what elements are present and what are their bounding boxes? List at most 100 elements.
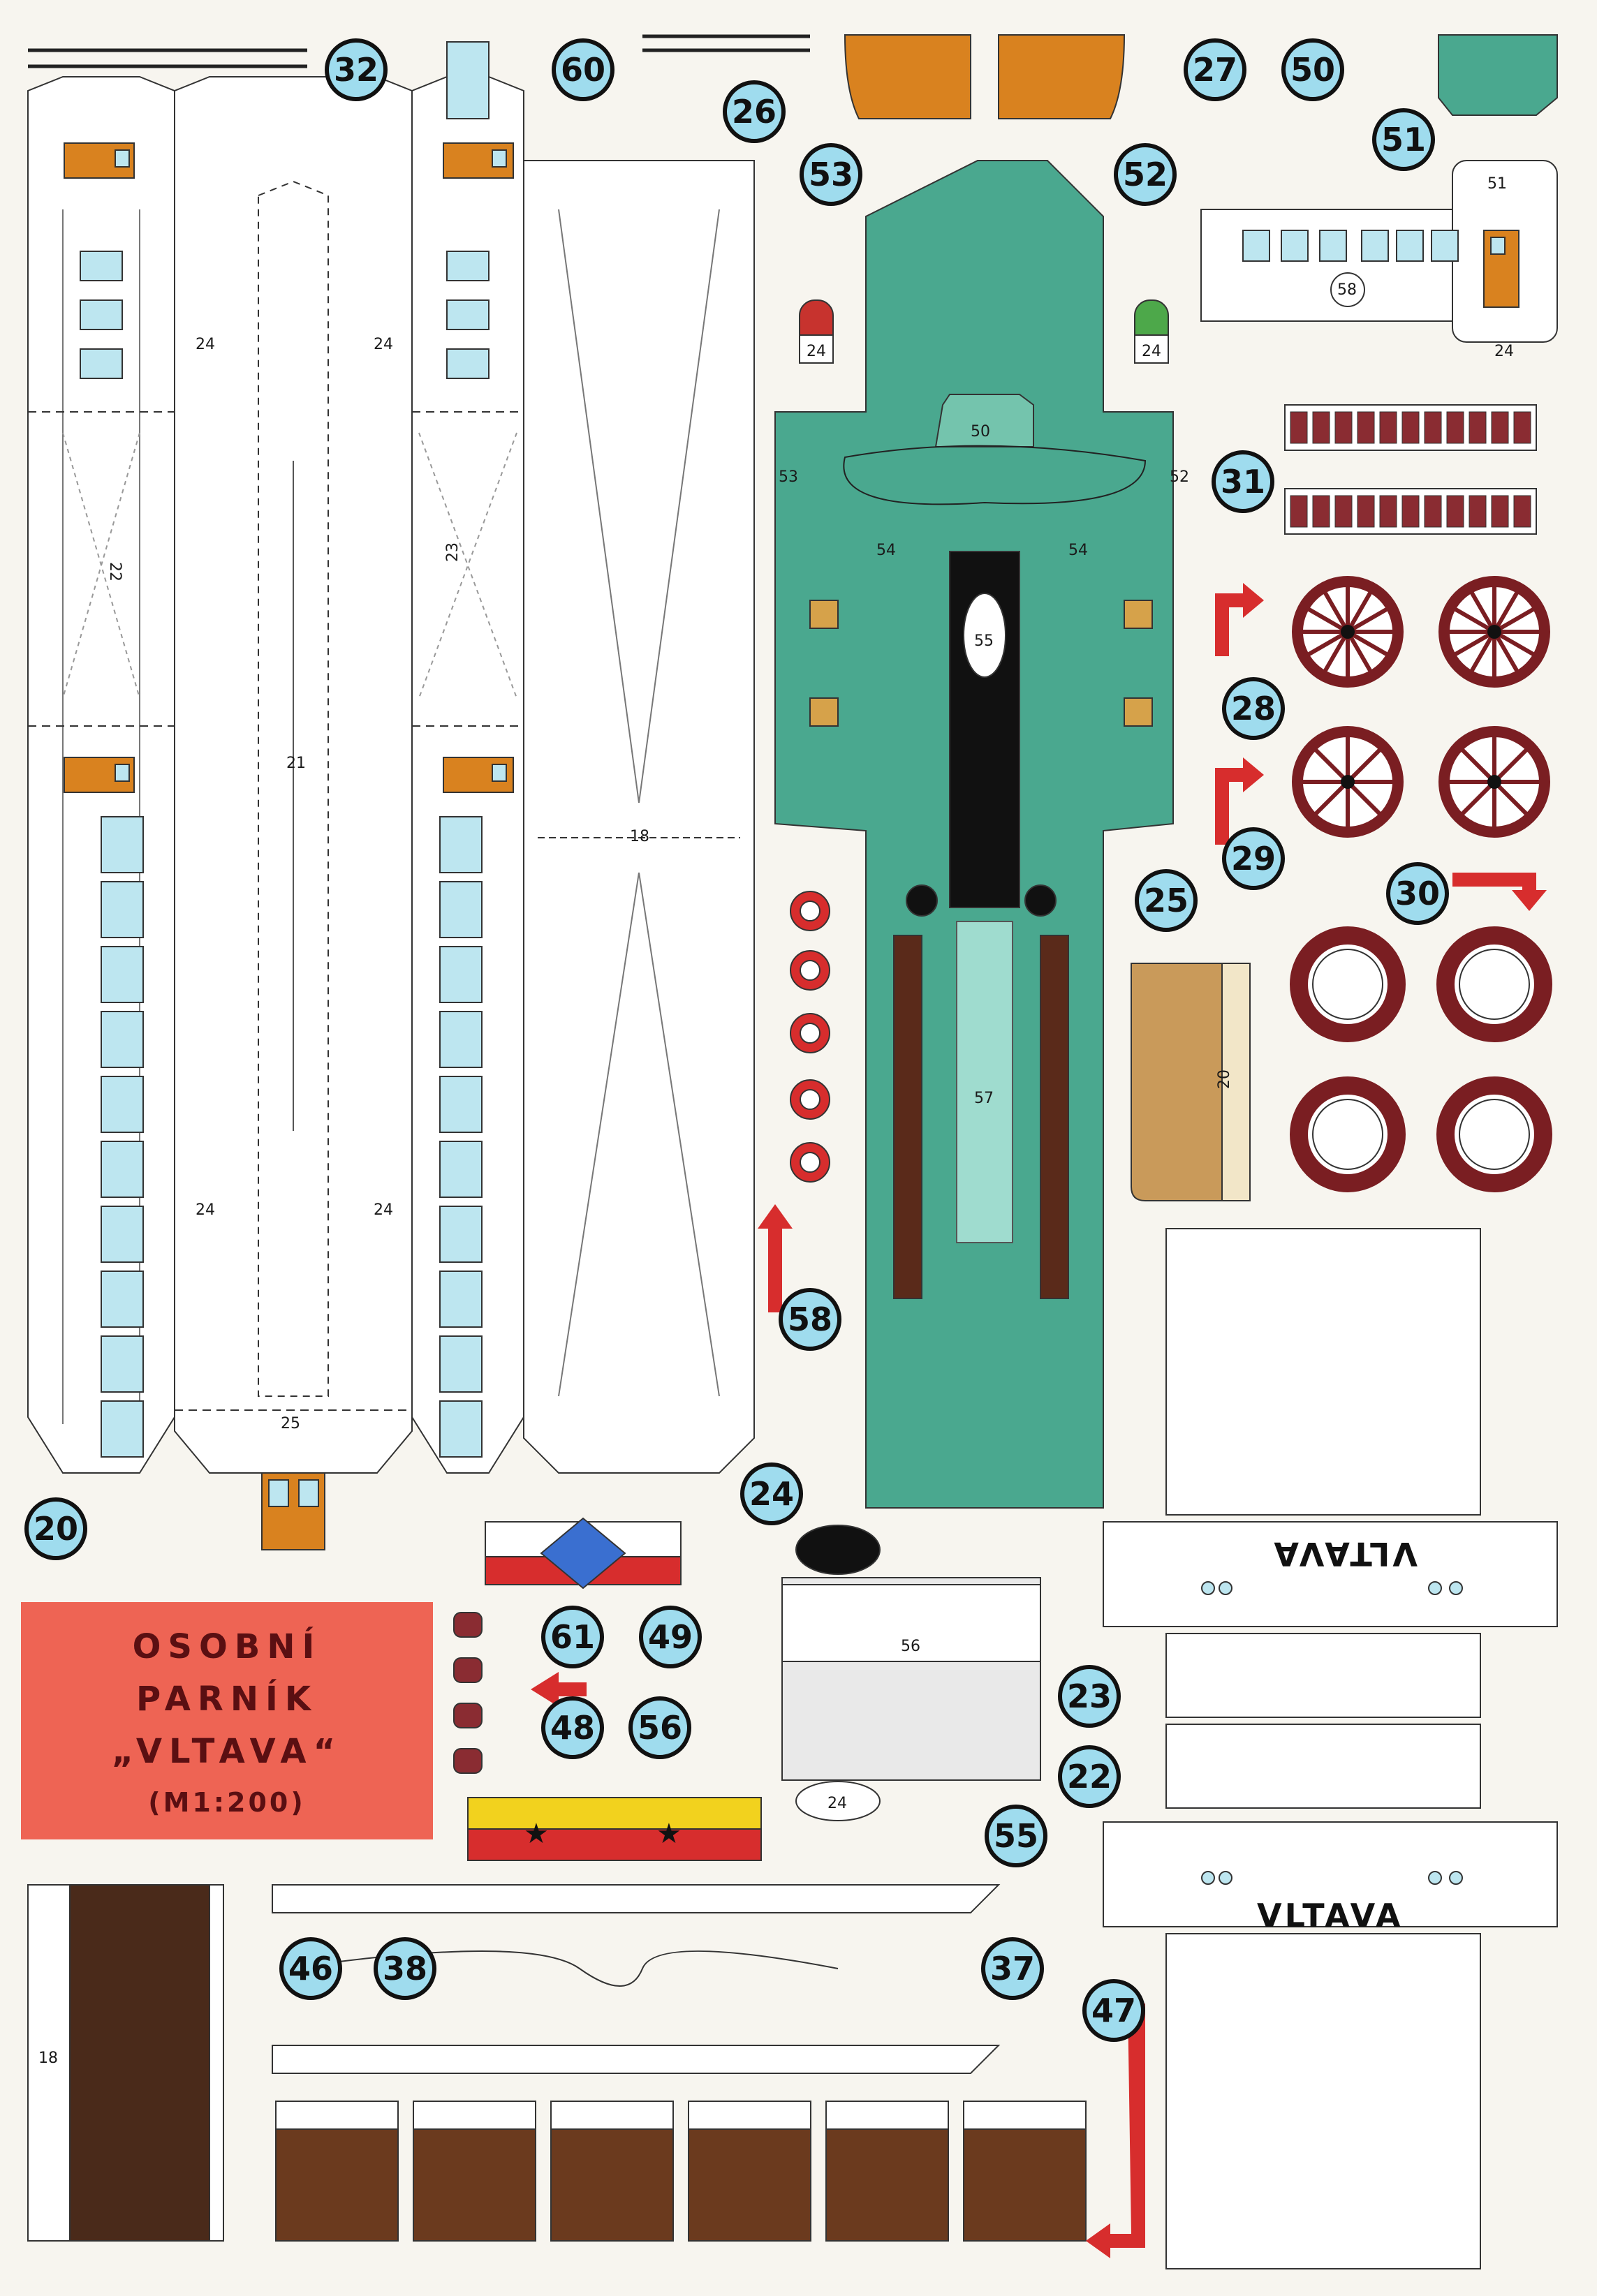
- callout-38: [374, 1937, 436, 2000]
- wheel-rim-inner: [1459, 1099, 1530, 1170]
- window: [439, 1335, 483, 1393]
- part-label-22: 22: [106, 562, 124, 582]
- part-label-58: 58: [1337, 281, 1357, 299]
- window: [101, 1206, 144, 1263]
- callout-number: 51: [1381, 121, 1426, 158]
- roof-panel-18: [523, 160, 755, 1474]
- callout-25: [1135, 869, 1198, 932]
- cabin-windows: [1242, 230, 1459, 262]
- main-deck: [774, 160, 1174, 1509]
- callout-number: 37: [990, 1950, 1035, 1987]
- wheel-hub: [1341, 775, 1355, 789]
- wheel-spoke: [1320, 630, 1350, 676]
- callout-number: 25: [1144, 882, 1188, 919]
- blade: [1290, 411, 1308, 444]
- star-icon: ★: [656, 1818, 682, 1850]
- callout-number: 55: [994, 1817, 1038, 1855]
- wheel-spoke: [1346, 630, 1392, 659]
- wheel-spoke: [1346, 587, 1375, 633]
- callout-number: 60: [561, 51, 605, 89]
- window: [1319, 230, 1347, 262]
- callout-37: [981, 1937, 1044, 2000]
- seat-box-lid: [963, 2101, 1087, 2130]
- part-label-24: 24: [1142, 343, 1161, 360]
- blade: [1491, 495, 1509, 528]
- part-label-53: 53: [779, 468, 798, 486]
- center-hull-panel: [174, 76, 413, 1474]
- window: [101, 1011, 144, 1068]
- part-label-56: 56: [901, 1638, 920, 1655]
- life-ring-hole: [800, 901, 820, 921]
- wheel-spoke: [1457, 744, 1496, 784]
- callout-number: 52: [1123, 156, 1168, 193]
- windows-left-column: [80, 251, 144, 1458]
- part-label-24: 24: [807, 343, 826, 360]
- part-label-24: 24: [827, 1795, 847, 1812]
- life-ring-hole: [800, 1152, 820, 1173]
- blade: [1379, 411, 1397, 444]
- part-label-24: 24: [374, 1201, 393, 1219]
- callout-number: 61: [550, 1618, 595, 1656]
- callout-20: [24, 1497, 87, 1560]
- title-scale: (M1:200): [148, 1787, 306, 1818]
- window: [439, 816, 483, 873]
- window: [101, 946, 144, 1003]
- wheel-spoke: [1346, 780, 1385, 820]
- blade: [1312, 411, 1330, 444]
- seat-box: [963, 2128, 1087, 2242]
- seat-boxes-47: [275, 2101, 1087, 2242]
- wheel-hub: [1487, 625, 1501, 639]
- callout-53: [800, 143, 862, 206]
- hull-name-upside-down: VLTAVA: [1271, 1535, 1418, 1573]
- wheel-spoke: [1303, 630, 1349, 659]
- callout-48: [541, 1696, 604, 1759]
- wheel-spoke: [1492, 744, 1532, 784]
- blade: [1290, 495, 1308, 528]
- callout-number: 53: [809, 156, 853, 193]
- wheel-spoke: [1346, 605, 1392, 634]
- wheel-spoke: [1320, 587, 1350, 633]
- window: [439, 1011, 483, 1068]
- callout-number: 38: [383, 1950, 427, 1987]
- callout-27: [1184, 38, 1246, 101]
- callout-60: [552, 38, 614, 101]
- stairs-part-46: [27, 1884, 224, 2242]
- flag-part-61: [485, 1517, 682, 1590]
- window: [101, 1400, 144, 1458]
- portholes: [1201, 1581, 1463, 1885]
- wheel-hub: [1341, 625, 1355, 639]
- window: [101, 1141, 144, 1198]
- blade: [1469, 411, 1487, 444]
- blade: [1401, 495, 1420, 528]
- blade: [1446, 411, 1464, 444]
- part-label-25: 25: [281, 1415, 300, 1432]
- callout-56: [628, 1696, 691, 1759]
- window: [1281, 230, 1309, 262]
- callout-30: [1386, 862, 1449, 925]
- wheel-spoke: [1310, 744, 1350, 784]
- life-rings: [790, 891, 830, 1183]
- window: [446, 299, 490, 330]
- window: [1396, 230, 1424, 262]
- callout-number: 28: [1231, 690, 1276, 727]
- part-label-24: 24: [196, 336, 215, 353]
- blade: [1446, 495, 1464, 528]
- callout-55: [985, 1805, 1047, 1867]
- wheel-box-25: [1131, 963, 1251, 1201]
- blade: [1379, 495, 1397, 528]
- stripe-part-55: [467, 1797, 762, 1861]
- callout-28: [1222, 677, 1285, 740]
- part-label-57: 57: [974, 1090, 994, 1107]
- part-label-54: 54: [1068, 542, 1088, 559]
- callout-number: 29: [1231, 840, 1276, 877]
- wheel-spoke: [1346, 630, 1375, 676]
- callout-52: [1114, 143, 1177, 206]
- seat-box: [413, 2128, 536, 2242]
- window: [101, 1271, 144, 1328]
- wheel-spoke: [1310, 780, 1350, 820]
- seat-box: [275, 2128, 399, 2242]
- callout-number: 24: [749, 1475, 794, 1513]
- callout-number: 48: [550, 1709, 595, 1747]
- blade: [1424, 495, 1442, 528]
- callout-number: 20: [34, 1510, 78, 1548]
